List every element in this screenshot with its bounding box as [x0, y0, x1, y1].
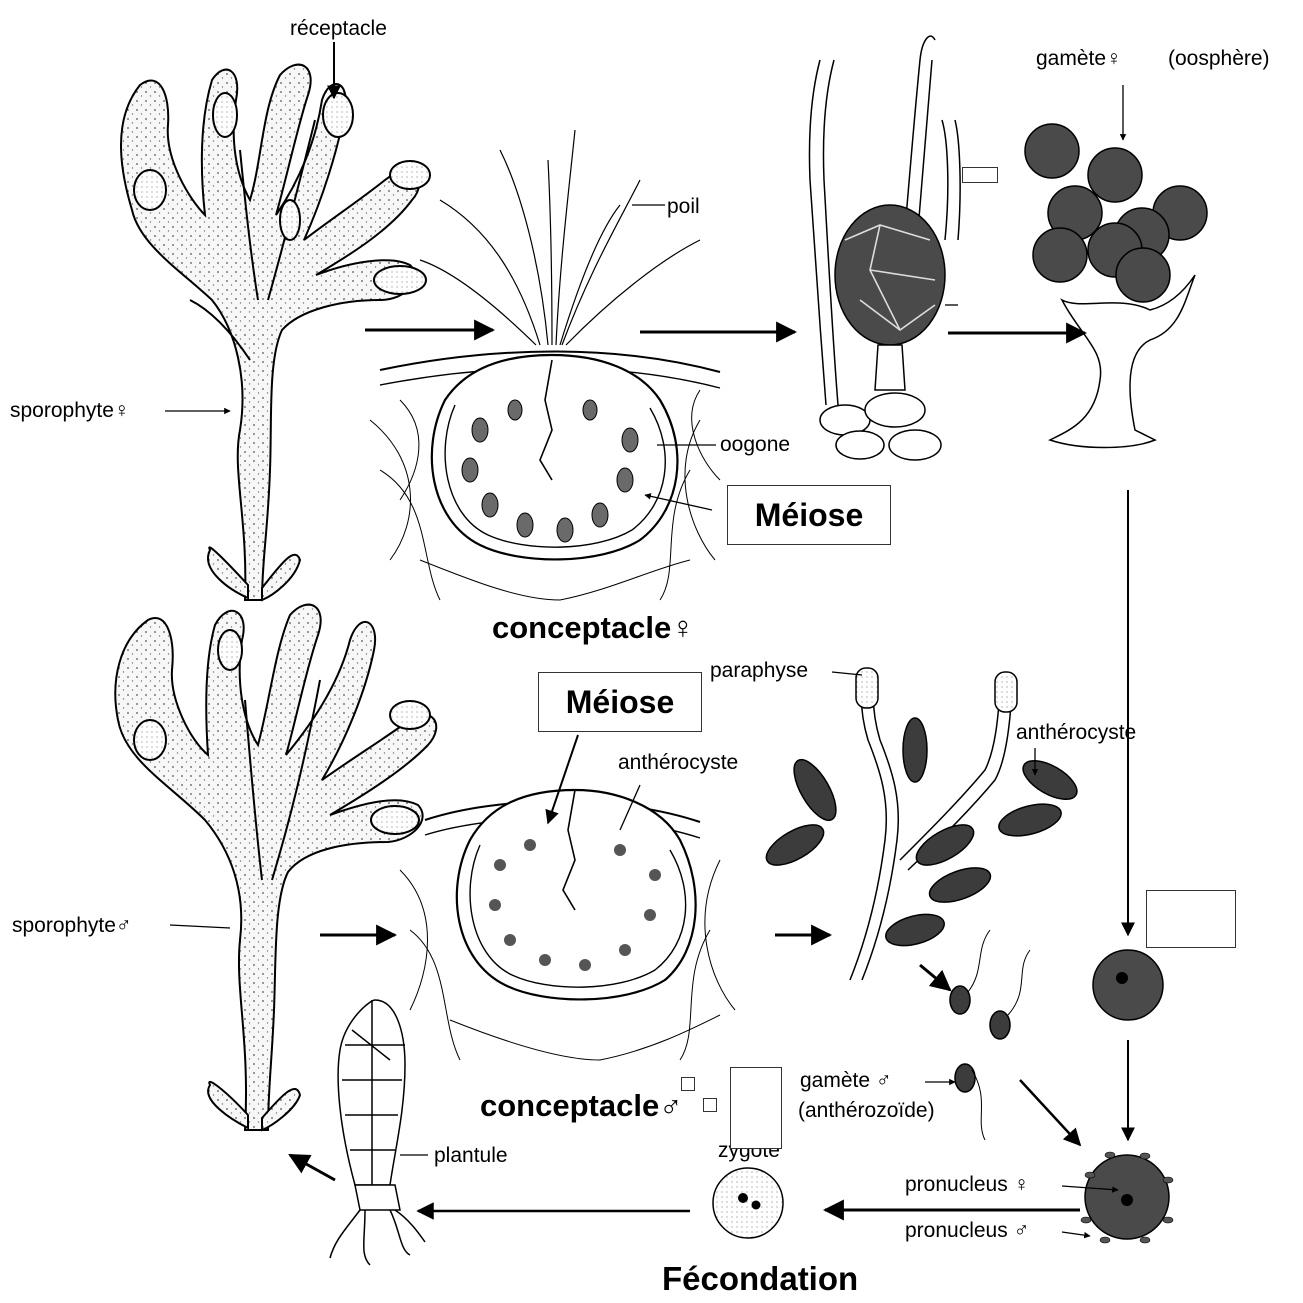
label-antherocyste-conceptacle: anthérocyste — [618, 752, 738, 773]
fertilised-egg — [1081, 1152, 1173, 1243]
oogonium-drawing — [809, 36, 960, 460]
label-gamete-male: gamète ♂ — [800, 1070, 892, 1091]
meiose-box-male-text: Méiose — [566, 684, 674, 721]
label-receptacle: réceptacle — [290, 18, 387, 39]
label-fecondation: Fécondation — [662, 1262, 858, 1295]
oospheres-drawing — [1025, 124, 1207, 448]
meiose-box-female: Méiose — [727, 485, 891, 545]
label-oogone: oogone — [720, 434, 790, 455]
label-sporophyte-female: sporophyte♀ — [10, 400, 130, 421]
label-conceptacle-female: conceptacle♀ — [492, 612, 694, 643]
label-pronucleus-female: pronucleus ♀ — [905, 1174, 1029, 1195]
empty-answer-box-oosphere[interactable] — [1146, 890, 1236, 948]
female-thallus-drawing — [121, 65, 430, 600]
meiose-box-male: Méiose — [538, 672, 702, 732]
label-antherocyste-branch: anthérocyste — [1016, 722, 1136, 743]
oosphere-cell — [1093, 950, 1163, 1020]
label-poil: poil — [667, 196, 700, 217]
antheridia-branch-drawing — [760, 668, 1083, 980]
meiose-box-female-text: Méiose — [755, 497, 863, 534]
small-answer-box-2[interactable] — [703, 1098, 717, 1112]
label-antherozoide: (anthérozoïde) — [798, 1100, 935, 1121]
plantule-drawing — [330, 1000, 425, 1265]
label-gamete-female: gamète♀ — [1036, 48, 1122, 69]
label-sporophyte-male: sporophyte♂ — [12, 915, 132, 936]
zygote-cell — [713, 1168, 783, 1238]
antherozoids-drawing — [950, 930, 1030, 1140]
empty-answer-box-conceptacle-male[interactable] — [730, 1067, 782, 1149]
empty-answer-box-oogonium[interactable] — [962, 167, 998, 183]
label-paraphyse: paraphyse — [710, 660, 808, 681]
label-plantule: plantule — [434, 1145, 508, 1166]
oosphere-nucleus — [1116, 972, 1128, 984]
small-answer-box-1[interactable] — [681, 1077, 695, 1091]
label-oosphere: (oosphère) — [1168, 48, 1270, 69]
label-pronucleus-male: pronucleus ♂ — [905, 1220, 1029, 1241]
male-conceptacle-section — [400, 790, 735, 1060]
label-conceptacle-male: conceptacle♂ — [480, 1090, 682, 1121]
